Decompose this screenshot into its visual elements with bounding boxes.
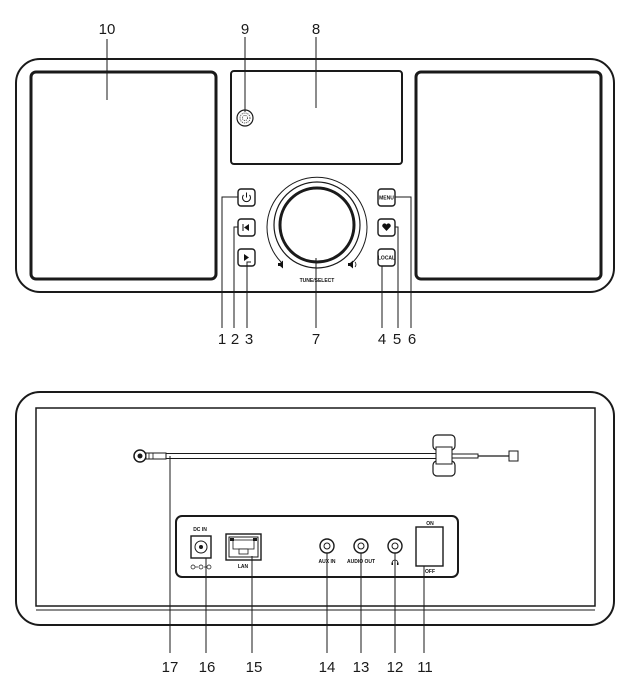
dc-in-jack[interactable]	[190, 535, 212, 559]
local-button-label: LOCAL	[378, 256, 395, 262]
lan-label: LAN	[238, 564, 249, 570]
callout-17: 17	[162, 659, 179, 676]
menu-button-label: MENU	[379, 196, 394, 202]
callout-15: 15	[246, 659, 263, 676]
connector-panel	[175, 515, 459, 578]
rear-housing	[15, 391, 615, 626]
callout-6: 6	[408, 331, 416, 348]
aux-in-jack[interactable]	[319, 538, 335, 554]
local-button[interactable]: LOCAL	[377, 248, 396, 267]
switch-off-label: OFF	[425, 569, 435, 575]
ir-sensor-icon	[236, 109, 254, 127]
switch-on-label: ON	[426, 521, 434, 527]
callout-12: 12	[387, 659, 404, 676]
power-icon	[242, 192, 251, 203]
headphone-jack[interactable]	[387, 538, 403, 554]
previous-icon	[242, 224, 249, 231]
callout-10: 10	[99, 21, 116, 38]
callout-3: 3	[245, 331, 253, 348]
callout-11: 11	[417, 659, 433, 676]
callout-5: 5	[393, 331, 401, 348]
volume-down-icon	[278, 260, 283, 269]
menu-button[interactable]: MENU	[377, 188, 396, 207]
next-icon	[244, 254, 249, 261]
front-leader-lines	[106, 37, 412, 328]
volume-up-icon	[348, 260, 357, 269]
callout-9: 9	[241, 21, 249, 38]
right-speaker-grille	[414, 70, 603, 281]
audio-out-jack[interactable]	[353, 538, 369, 554]
dc-in-label: DC IN	[193, 527, 207, 533]
callout-7: 7	[312, 331, 320, 348]
dc-polarity-icon	[190, 564, 212, 570]
front-housing	[15, 58, 615, 293]
callout-1: 1	[218, 331, 226, 348]
callout-16: 16	[199, 659, 216, 676]
rear-leader-lines	[169, 456, 425, 653]
callout-8: 8	[312, 21, 320, 38]
callout-4: 4	[378, 331, 386, 348]
knob-label: TUNE/SELECT	[300, 278, 335, 284]
heart-icon	[382, 223, 391, 231]
favourite-button[interactable]	[377, 218, 396, 237]
telescopic-antenna	[133, 434, 519, 477]
callout-13: 13	[353, 659, 370, 676]
callout-14: 14	[319, 659, 336, 676]
previous-button[interactable]	[237, 218, 256, 237]
rear-view: DC IN LAN AUX IN	[15, 391, 615, 676]
lan-port[interactable]	[225, 533, 262, 561]
rear-panel-inner	[35, 407, 596, 607]
left-speaker-grille	[29, 70, 218, 281]
callout-2: 2	[231, 331, 239, 348]
tune-select-knob[interactable]	[266, 176, 368, 269]
power-button[interactable]	[237, 188, 256, 207]
power-switch[interactable]	[415, 526, 444, 567]
front-view: MENU LOCAL TUNE/SELECT	[15, 21, 615, 348]
